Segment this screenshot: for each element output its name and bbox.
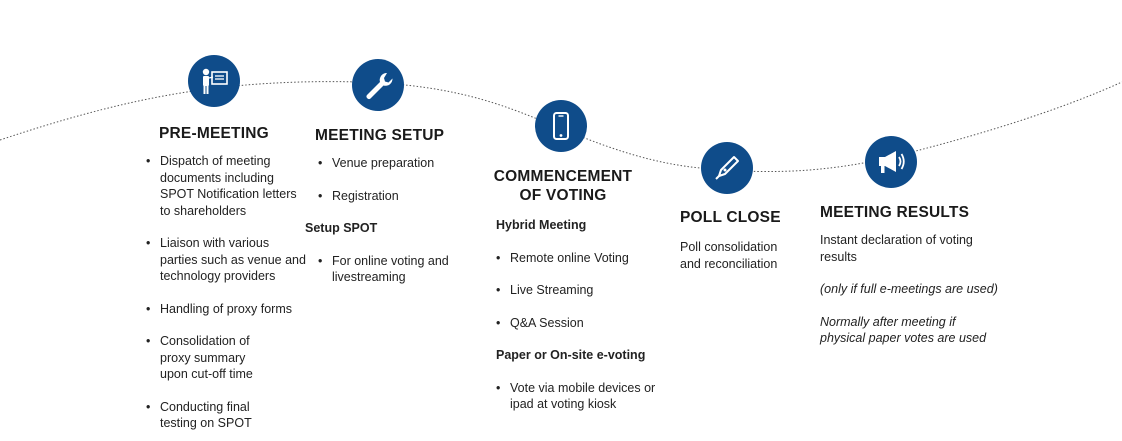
stage-description: Instant declaration of voting results (820, 233, 973, 264)
list-item: Registration (318, 188, 465, 205)
stage-title: MEETING RESULTS (820, 204, 970, 221)
list-item: Live Streaming (496, 282, 663, 299)
stage-title: COMMENCEMENT OF VOTING (493, 168, 633, 204)
list-item: Conducting final testing on SPOT (146, 399, 270, 432)
subheading: Paper or On-site e-voting (496, 348, 646, 362)
stage-icon-poll-close (701, 142, 753, 194)
megaphone-icon (879, 151, 905, 173)
subheading: Hybrid Meeting (496, 218, 587, 232)
list-item: Q&A Session (496, 315, 663, 332)
stage-icon-pre-meeting (188, 55, 240, 107)
smartphone-icon (553, 112, 569, 140)
stage-commencement-of-voting: COMMENCEMENT OF VOTING Hybrid Meeting Re… (488, 167, 663, 413)
list-item: Venue preparation (318, 155, 465, 172)
presentation-icon (202, 68, 228, 94)
stage-meeting-setup: MEETING SETUP Venue preparation Registra… (305, 126, 465, 286)
stage-pre-meeting: PRE-MEETING Dispatch of meeting document… (146, 124, 306, 432)
stage-meeting-results: MEETING RESULTS Instant declaration of v… (820, 203, 1005, 347)
wrench-icon (366, 72, 393, 99)
stage-note: Normally after meeting if physical paper… (820, 314, 987, 346)
stage-title: POLL CLOSE (680, 209, 781, 226)
stage-note: (only if full e-meetings are used) (820, 282, 998, 296)
stage-icon-meeting-setup (352, 59, 404, 111)
list-item: Consolidation of proxy summary upon cut-… (146, 333, 270, 383)
list-item: Remote online Voting (496, 250, 663, 267)
stage-poll-close: POLL CLOSE Poll consolidation and reconc… (680, 208, 790, 272)
list-item: Dispatch of meeting documents including … (146, 153, 306, 219)
stage-description: Poll consolidation and reconciliation (680, 240, 778, 271)
list-item: Vote via mobile devices or ipad at votin… (496, 380, 660, 413)
list-item: Handling of proxy forms (146, 301, 306, 318)
stage-title: PRE-MEETING (159, 125, 269, 142)
list-item: For online voting and livestreaming (318, 253, 462, 286)
stage-title: MEETING SETUP (315, 127, 445, 144)
pen-nib-icon (715, 156, 739, 180)
stage-icon-meeting-results (865, 136, 917, 188)
subheading: Setup SPOT (305, 221, 378, 235)
stage-icon-commencement (535, 100, 587, 152)
list-item: Liaison with various parties such as ven… (146, 235, 306, 285)
